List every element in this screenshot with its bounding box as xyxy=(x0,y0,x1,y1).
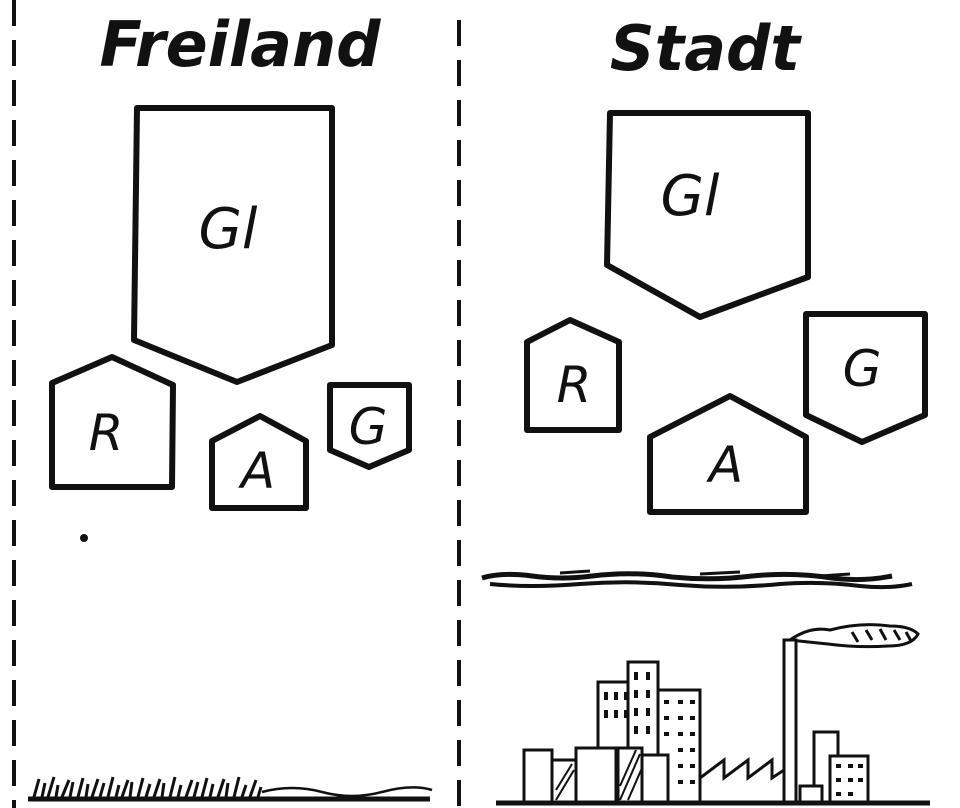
shape-g-freiland: G xyxy=(327,382,412,470)
shape-g-stadt: G xyxy=(803,311,928,445)
label-r-freiland: R xyxy=(89,404,124,462)
label-a-stadt: A xyxy=(706,436,743,494)
shape-r-stadt: R xyxy=(524,317,622,433)
shape-gl-stadt: Gl xyxy=(604,110,811,320)
shape-gl-freiland: Gl xyxy=(131,105,335,385)
label-g-stadt: G xyxy=(843,340,882,398)
label-gl-freiland: Gl xyxy=(199,197,258,262)
shape-a-freiland: A xyxy=(209,413,309,511)
panel-title-freiland: Freiland xyxy=(99,8,381,81)
label-a-freiland: A xyxy=(238,442,275,500)
panel-stadt: Stadt Gl R A G xyxy=(481,12,930,806)
shape-r-freiland: R xyxy=(49,354,176,490)
city-skyline-illustration xyxy=(496,623,930,806)
label-r-stadt: R xyxy=(557,356,592,414)
label-gl-stadt: Gl xyxy=(661,164,720,229)
panel-freiland: Freiland Gl R A G xyxy=(28,8,433,802)
panel-title-stadt: Stadt xyxy=(610,12,803,85)
grass-ground-illustration xyxy=(28,776,433,802)
shape-a-stadt: A xyxy=(647,393,809,515)
label-g-freiland: G xyxy=(349,398,388,456)
ink-speck xyxy=(80,534,88,542)
smog-band-illustration xyxy=(481,569,913,590)
